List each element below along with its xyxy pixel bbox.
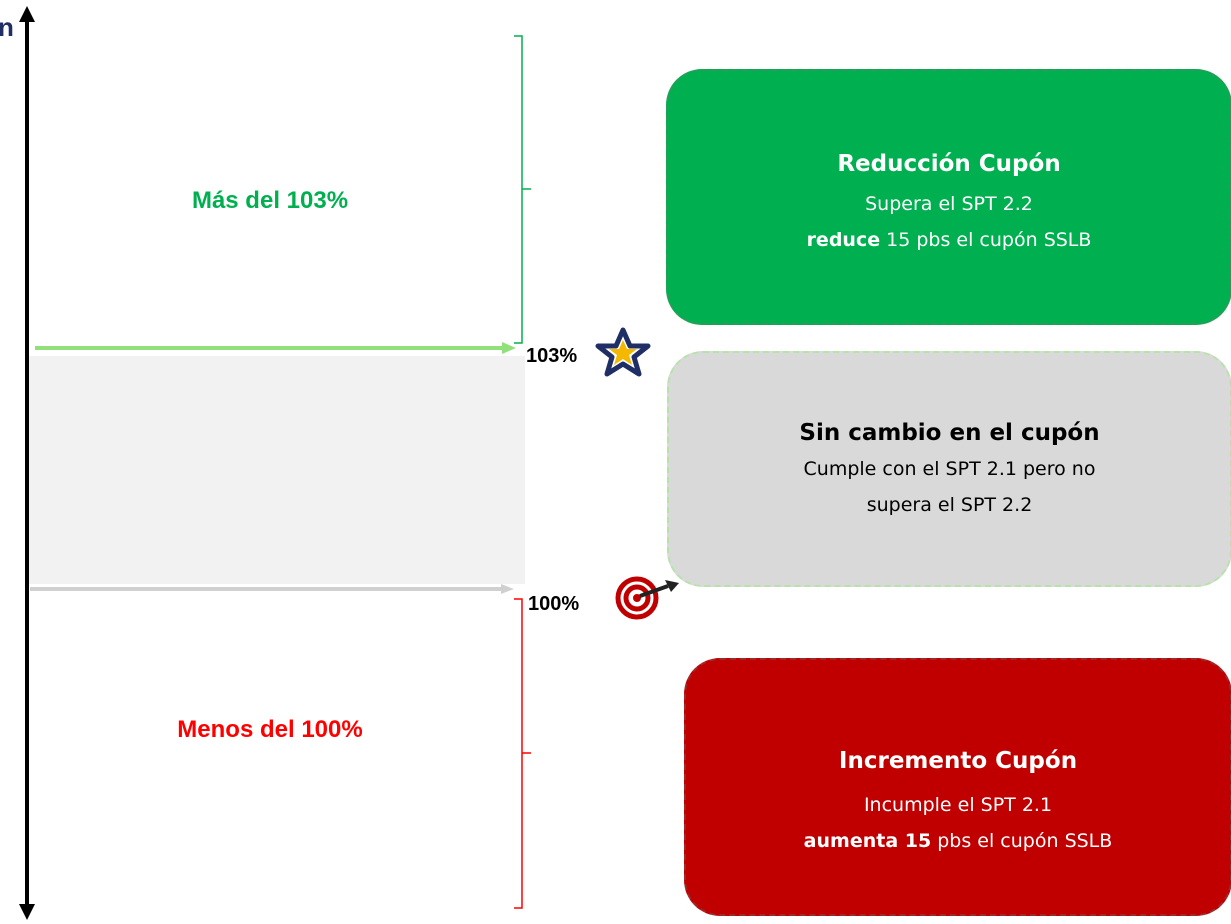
threshold-100-arrowhead (501, 584, 514, 594)
threshold-103-label: 103% (526, 345, 578, 367)
coupon-reduction-line2-bold: reduce (806, 229, 881, 251)
star-icon (595, 327, 651, 377)
coupon-reduction-box: Reducción Cupón Supera el SPT 2.2 reduce… (666, 69, 1231, 325)
upper-zone-label: Más del 103% (191, 187, 349, 214)
coupon-increase-line2: aumenta 15 pbs el cupón SSLB (804, 823, 1113, 859)
no-change-title: Sin cambio en el cupón (799, 420, 1100, 446)
no-change-band (27, 356, 525, 584)
axis-corner-label: n (0, 12, 14, 42)
lower-zone-brace (514, 598, 531, 909)
axis-arrowhead-bottom (19, 904, 35, 920)
no-change-line1: Cumple con el SPT 2.1 pero no (803, 458, 1096, 480)
coupon-increase-line1: Incumple el SPT 2.1 (863, 794, 1053, 816)
threshold-100-label: 100% (528, 593, 580, 615)
axis-arrowhead-top (19, 6, 35, 22)
coupon-increase-line2-bold: aumenta 15 (803, 830, 932, 852)
coupon-increase-title: Incremento Cupón (838, 748, 1078, 774)
upper-zone-brace (514, 35, 531, 344)
coupon-increase-line2-rest: pbs el cupón SSLB (931, 830, 1113, 852)
no-change-line2: supera el SPT 2.2 (866, 494, 1033, 516)
coupon-increase-box: Incremento Cupón Incumple el SPT 2.1 aum… (684, 658, 1231, 916)
coupon-reduction-line1: Supera el SPT 2.2 (865, 193, 1033, 215)
no-change-box: Sin cambio en el cupón Cumple con el SPT… (667, 351, 1231, 587)
coupon-reduction-line2-rest: 15 pbs el cupón SSLB (880, 229, 1092, 251)
target-dart-icon (615, 576, 679, 620)
coupon-reduction-line2: reduce 15 pbs el cupón SSLB (807, 222, 1092, 258)
threshold-103-arrowhead (502, 342, 516, 354)
coupon-reduction-title: Reducción Cupón (837, 151, 1061, 177)
lower-zone-label: Menos del 100% (177, 716, 363, 743)
